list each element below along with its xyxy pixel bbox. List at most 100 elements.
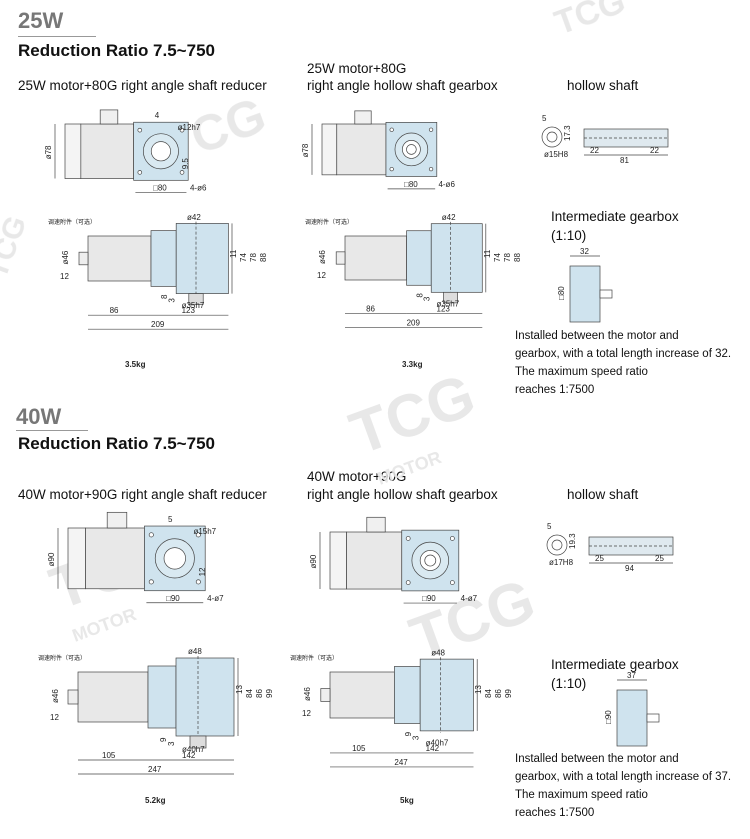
label-adj-note: 调速附件（可选） — [305, 218, 353, 226]
label-ig-len: 32 — [580, 247, 589, 256]
label-h4: 99 — [265, 689, 274, 698]
label-key: 4 — [155, 111, 160, 120]
motor-body — [85, 527, 145, 590]
motor-body — [346, 531, 403, 590]
motor-body-side — [87, 235, 152, 282]
label-hs-key: 5 — [547, 522, 552, 531]
label-hs-bore: ø15H8 — [544, 150, 569, 159]
hollow-bore — [424, 554, 437, 567]
output-shaft-circle — [163, 547, 186, 570]
label-v1: 9 — [159, 737, 168, 742]
motor-body — [336, 123, 387, 176]
label-hs-b: 81 — [620, 156, 629, 165]
label-hs-b: 94 — [625, 564, 634, 573]
watermark-main: TCG — [0, 212, 33, 283]
label-hollow-shaft-40w: hollow shaft — [567, 487, 639, 502]
label-motor-dia: ø90 — [47, 552, 56, 566]
mount-hole — [179, 127, 185, 133]
output-shaft — [188, 293, 204, 305]
label-intermediate-line2-40w: (1:10) — [551, 676, 587, 691]
note-line: Installed between the motor and — [515, 330, 679, 342]
label-shaft-dia: ø46 — [303, 687, 312, 701]
label-adj-note: 调速附件（可选） — [48, 218, 96, 226]
label-len-total: 247 — [394, 758, 408, 767]
label-len-gear: 123 — [437, 304, 451, 313]
label-hollow-shaft-25w: hollow shaft — [567, 78, 639, 93]
intermediate-shaft — [646, 713, 660, 723]
label-shaft-len: 12 — [50, 713, 59, 722]
label-h1: 11 — [229, 249, 238, 258]
label-v1: 8 — [160, 294, 169, 299]
label-intermediate-line1-25w: Intermediate gearbox — [551, 209, 679, 224]
label-hs-a: 25 — [595, 554, 604, 563]
label-hollow-line1-25w: 25W motor+80G — [307, 61, 407, 76]
label-key: 5 — [168, 515, 173, 524]
gearbox-body-side — [394, 666, 421, 724]
label-gear-dia: ø48 — [431, 648, 445, 657]
label-len-total: 209 — [407, 318, 421, 327]
note-25w: Installed between the motor and gearbox,… — [515, 327, 750, 399]
label-h1: 13 — [474, 685, 483, 694]
label-hollow-line1-40w: 40W motor+90G — [307, 469, 407, 484]
mount-hole — [389, 127, 394, 132]
label-len-motor: 86 — [110, 306, 119, 315]
label-offset: 9.5 — [181, 158, 190, 170]
label-out-dia: ø40h7 — [182, 745, 205, 754]
label-motor-dia: ø78 — [301, 143, 310, 157]
output-shaft — [443, 291, 458, 304]
label-len-motor: 86 — [366, 304, 375, 313]
label-h4: 88 — [259, 253, 268, 262]
label-ig-len: 37 — [627, 671, 636, 680]
motor-body-side — [77, 671, 149, 723]
terminal-box — [366, 516, 386, 533]
label-h4: 99 — [504, 689, 513, 698]
power-heading-40w: 40W — [16, 404, 62, 429]
watermark-main: TCG — [550, 0, 630, 43]
gearbox-output-block — [419, 658, 474, 732]
mount-hole — [148, 579, 154, 585]
label-h1: 11 — [483, 249, 492, 258]
gearbox-body-side — [147, 665, 177, 729]
label-hs-a: 22 — [590, 146, 599, 155]
label-holes: 4-ø6 — [190, 184, 207, 193]
terminal-box — [354, 110, 372, 125]
motor-shaft-stub — [78, 251, 89, 266]
label-holes: 4-ø7 — [207, 594, 224, 603]
label-out-dia: ø35h7 — [182, 301, 205, 310]
motor-end-cap — [64, 123, 82, 179]
motor-end-cap — [67, 527, 86, 590]
motor-shaft-stub — [67, 689, 79, 705]
note-line: reaches 1:7500 — [515, 807, 595, 819]
label-h2: 84 — [245, 689, 254, 698]
label-h3: 78 — [503, 253, 512, 262]
gearbox-body-side — [150, 230, 177, 287]
label-v2: 3 — [411, 735, 420, 740]
label-ig-sq: □90 — [604, 710, 613, 724]
motor-shaft-stub — [320, 688, 331, 702]
label-v1: 9 — [404, 731, 413, 736]
mount-hole — [405, 580, 411, 585]
label-intermediate-line1-40w: Intermediate gearbox — [551, 657, 679, 672]
terminal-box — [106, 511, 128, 529]
mount-hole — [405, 536, 411, 541]
motor-end-cap — [329, 531, 347, 590]
label-h2: 74 — [493, 253, 502, 262]
label-v1: 8 — [415, 293, 424, 298]
label-hs-depth: 17.3 — [563, 125, 572, 141]
mount-hole — [179, 170, 185, 175]
label-hollow-line2-40w: right angle hollow shaft gearbox — [307, 487, 498, 502]
label-h3: 86 — [494, 689, 503, 698]
label-holes: 4-ø6 — [438, 180, 455, 189]
intermediate-gearbox-body — [569, 265, 601, 323]
note-line: gearbox, with a total length increase of… — [515, 771, 732, 783]
note-line: gearbox, with a total length increase of… — [515, 348, 732, 360]
label-hollow-line2-25w: right angle hollow shaft gearbox — [307, 78, 498, 93]
mount-hole — [137, 170, 143, 175]
label-motor-dia: ø78 — [44, 145, 53, 159]
label-shaft-dia: ø46 — [318, 250, 327, 264]
gearbox-body-side — [406, 230, 432, 286]
weight-40w-1: 5.2kg — [145, 796, 166, 805]
note-line: Installed between the motor and — [515, 753, 679, 765]
